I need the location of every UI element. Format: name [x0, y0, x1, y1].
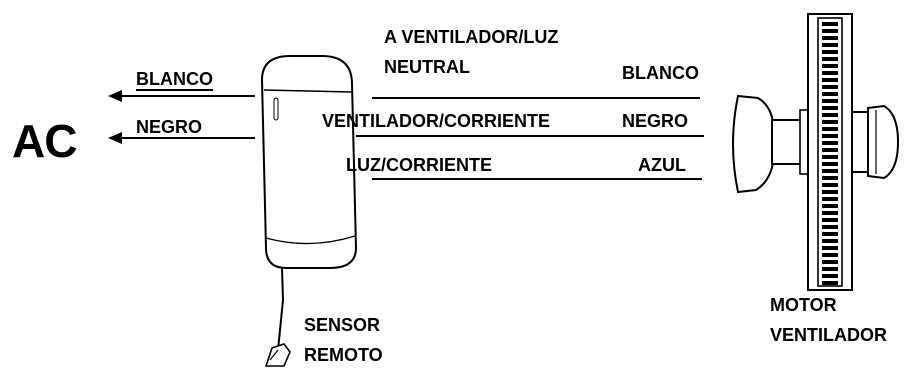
- coil-tick: [822, 43, 838, 47]
- coil-tick: [822, 162, 838, 166]
- coil-tick: [822, 71, 838, 75]
- coil-tick: [822, 64, 838, 68]
- output-black-label: NEGRO: [622, 111, 689, 131]
- coil-tick: [822, 183, 838, 187]
- coil-tick: [822, 29, 838, 33]
- input-black-label: NEGRO: [136, 117, 203, 139]
- coil-tick: [822, 281, 838, 285]
- receiver-label-line2: REMOTO: [304, 345, 383, 365]
- fan-power-label: VENTILADOR/CORRIENTE: [322, 111, 551, 131]
- light-power-label: LUZ/CORRIENTE: [346, 155, 492, 175]
- receiver-label-line1: SENSOR: [304, 315, 381, 335]
- coil-tick: [822, 169, 838, 173]
- coil-tick: [822, 22, 838, 26]
- coil-tick: [822, 92, 838, 96]
- coil-tick: [822, 134, 838, 138]
- output-blue-label: AZUL: [638, 155, 686, 175]
- coil-tick: [822, 127, 838, 131]
- coil-tick: [822, 232, 838, 236]
- remote-receiver: [260, 55, 358, 269]
- coil-tick: [822, 99, 838, 103]
- neutral-label-line2: NEUTRAL: [384, 57, 470, 77]
- coil-tick: [822, 239, 838, 243]
- coil-tick: [822, 176, 838, 180]
- coil-tick: [822, 120, 838, 124]
- coil-tick: [822, 246, 838, 250]
- coil-tick: [822, 197, 838, 201]
- coil-tick: [822, 253, 838, 257]
- ac-label: AC: [12, 115, 77, 167]
- coil-tick: [822, 50, 838, 54]
- neutral-label-line1: A VENTILADOR/LUZ: [384, 27, 559, 47]
- coil-tick: [822, 190, 838, 194]
- coil-tick: [822, 78, 838, 82]
- coil-tick: [822, 36, 838, 40]
- coil-tick: [822, 260, 838, 264]
- output-white-label: BLANCO: [622, 63, 699, 83]
- fan-motor: [732, 13, 900, 291]
- input-white-wire: [108, 90, 255, 102]
- coil-tick: [822, 148, 838, 152]
- coil-tick: [822, 218, 838, 222]
- motor-label-line1: MOTOR: [770, 295, 837, 315]
- antenna-wire: [264, 267, 291, 367]
- input-white-label: BLANCO: [136, 69, 213, 91]
- coil-tick: [822, 211, 838, 215]
- coil-tick: [822, 113, 838, 117]
- coil-tick: [822, 204, 838, 208]
- output-wires: [356, 97, 704, 180]
- coil-tick: [822, 155, 838, 159]
- stator-coil-ticks: [822, 22, 838, 285]
- coil-tick: [822, 57, 838, 61]
- coil-tick: [822, 267, 838, 271]
- coil-tick: [822, 141, 838, 145]
- coil-tick: [822, 106, 838, 110]
- coil-tick: [822, 85, 838, 89]
- coil-tick: [822, 274, 838, 278]
- motor-label-line2: VENTILADOR: [770, 325, 887, 345]
- coil-tick: [822, 225, 838, 229]
